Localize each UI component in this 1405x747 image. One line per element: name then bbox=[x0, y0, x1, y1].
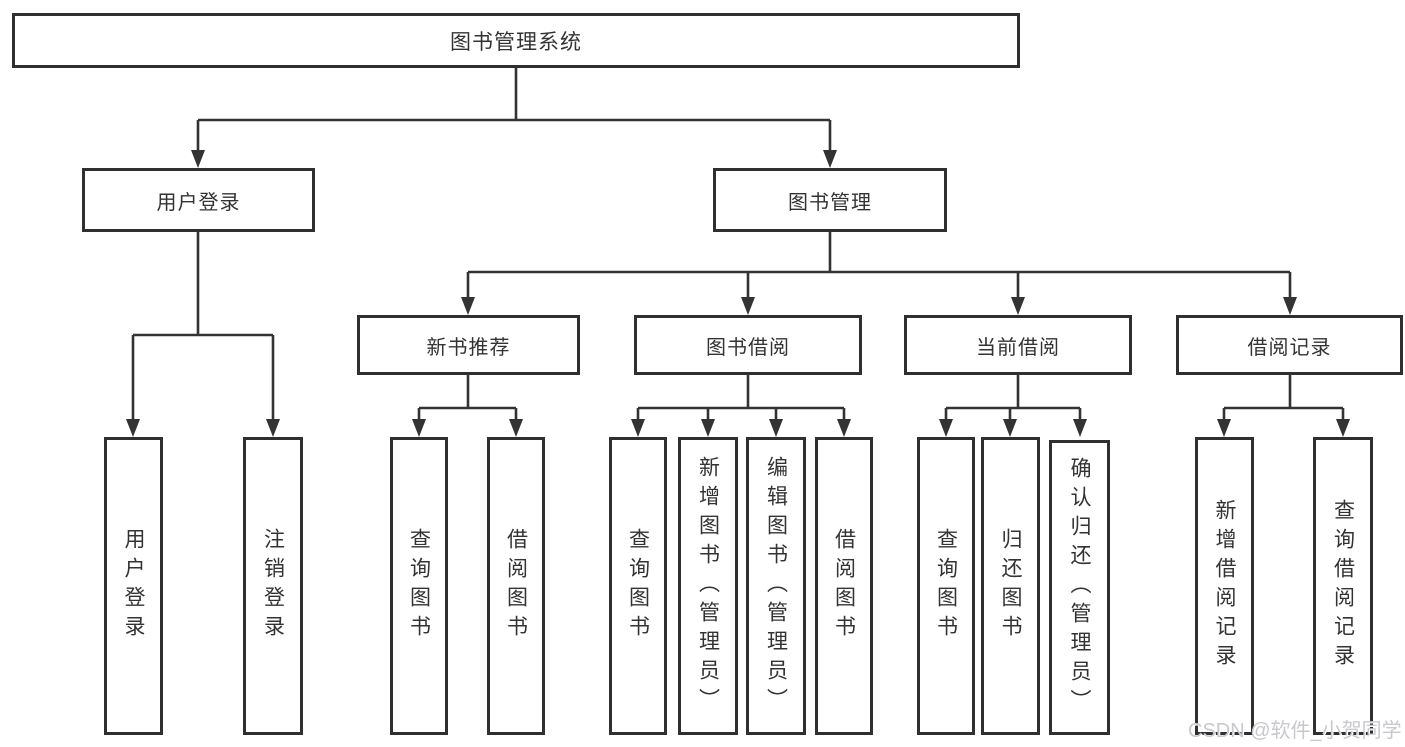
node-root-system-label: 图书管理系统 bbox=[450, 30, 582, 54]
leaf-query-books-1-label: 查询图书 bbox=[407, 528, 431, 644]
leaf-borrow-books-1: 借阅图书 bbox=[487, 437, 545, 735]
leaf-add-books-admin: 新增图书（管理员） bbox=[678, 437, 738, 735]
node-root-system: 图书管理系统 bbox=[12, 13, 1020, 68]
leaf-return-books-label: 归还图书 bbox=[999, 528, 1022, 644]
node-current-borrowing: 当前借阅 bbox=[904, 315, 1132, 375]
leaf-borrow-books-2: 借阅图书 bbox=[815, 437, 873, 735]
leaf-confirm-return-admin: 确认归还（管理员） bbox=[1049, 440, 1110, 735]
leaf-query-books-1: 查询图书 bbox=[390, 437, 448, 735]
leaf-borrow-books-2-label: 借阅图书 bbox=[832, 528, 856, 644]
leaf-user-login: 用户登录 bbox=[104, 437, 163, 735]
leaf-user-login-label: 用户登录 bbox=[122, 528, 145, 644]
node-book-borrowing-label: 图书借阅 bbox=[706, 336, 790, 359]
leaf-query-borrow-record-label: 查询借阅记录 bbox=[1331, 499, 1355, 673]
leaf-add-books-admin-label: 新增图书（管理员） bbox=[696, 455, 720, 717]
csdn-watermark: CSDN @软件_小贺同学 bbox=[1188, 720, 1402, 742]
leaf-return-books: 归还图书 bbox=[981, 437, 1040, 735]
node-new-book-recommend-label: 新书推荐 bbox=[426, 336, 511, 359]
leaf-logout-label: 注销登录 bbox=[261, 528, 285, 644]
leaf-logout: 注销登录 bbox=[243, 437, 303, 735]
node-user-login: 用户登录 bbox=[82, 168, 315, 232]
leaf-edit-books-admin: 编辑图书（管理员） bbox=[746, 437, 806, 735]
leaf-query-books-2: 查询图书 bbox=[609, 437, 667, 735]
node-book-borrowing: 图书借阅 bbox=[634, 315, 862, 375]
leaf-query-books-3-label: 查询图书 bbox=[934, 528, 958, 644]
node-book-management: 图书管理 bbox=[713, 168, 947, 232]
leaf-edit-books-admin-label: 编辑图书（管理员） bbox=[764, 455, 788, 717]
node-borrowing-records: 借阅记录 bbox=[1176, 315, 1403, 375]
node-book-management-label: 图书管理 bbox=[788, 191, 872, 214]
node-new-book-recommend: 新书推荐 bbox=[357, 315, 580, 375]
node-borrowing-records-label: 借阅记录 bbox=[1247, 336, 1332, 359]
node-current-borrowing-label: 当前借阅 bbox=[976, 336, 1060, 359]
leaf-borrow-books-1-label: 借阅图书 bbox=[504, 528, 528, 644]
leaf-query-borrow-record: 查询借阅记录 bbox=[1313, 437, 1373, 735]
leaf-add-borrow-record-label: 新增借阅记录 bbox=[1213, 499, 1236, 673]
leaf-add-borrow-record: 新增借阅记录 bbox=[1195, 437, 1254, 735]
leaf-confirm-return-admin-label: 确认归还（管理员） bbox=[1068, 457, 1091, 718]
node-user-login-label: 用户登录 bbox=[156, 191, 241, 214]
leaf-query-books-3: 查询图书 bbox=[917, 437, 975, 735]
leaf-query-books-2-label: 查询图书 bbox=[626, 528, 650, 644]
